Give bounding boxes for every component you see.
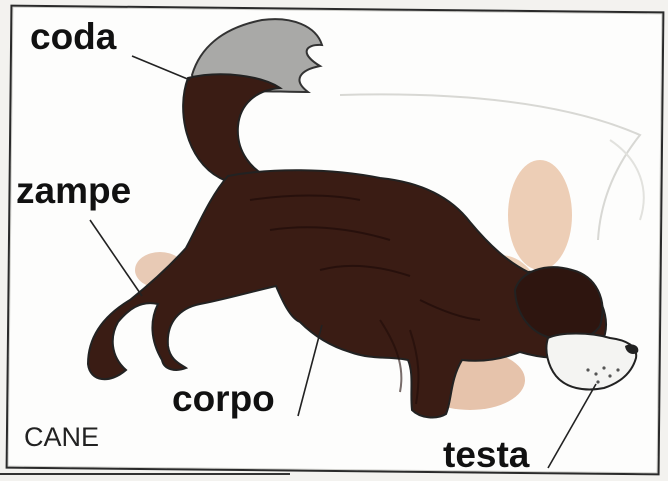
label-corpo: corpo [172, 378, 275, 420]
zampe-leader-line [90, 220, 142, 296]
label-testa: testa [443, 434, 529, 476]
tail [183, 74, 280, 185]
label-zampe: zampe [16, 170, 131, 212]
testa-leader-line [548, 384, 596, 468]
muzzle [546, 334, 636, 390]
orange-smudge [508, 160, 572, 270]
coda-leader-line [132, 56, 190, 80]
caption-cane: CANE [24, 422, 99, 453]
corpo-leader-line [298, 325, 322, 416]
label-coda: coda [30, 16, 116, 58]
